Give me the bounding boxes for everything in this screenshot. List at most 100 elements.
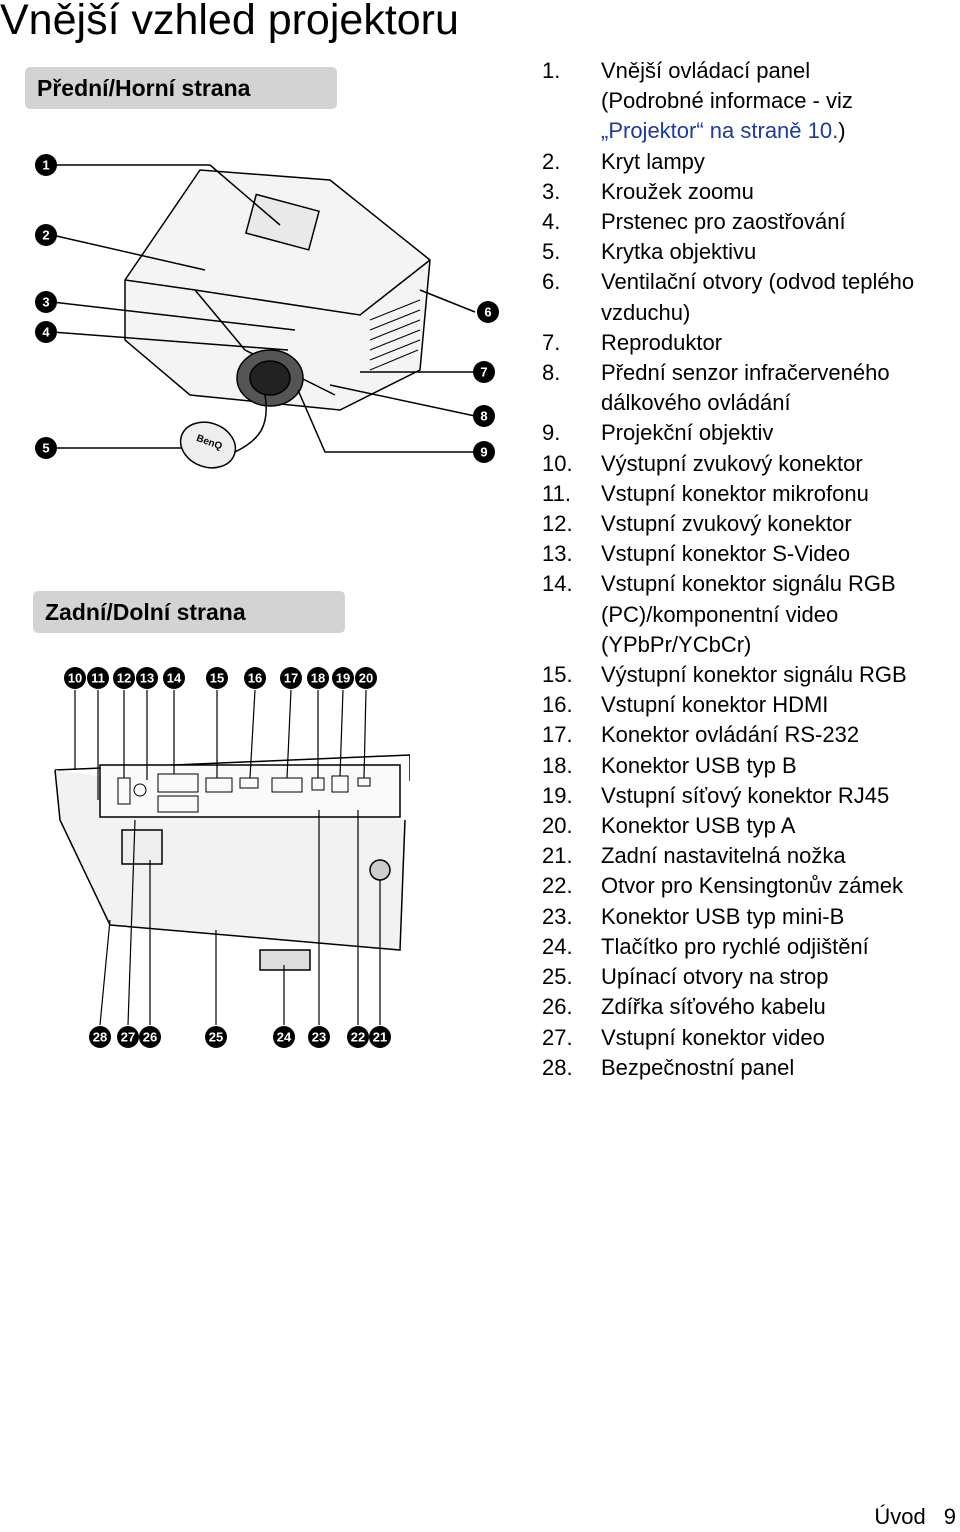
part-number: 25.	[542, 964, 573, 990]
part-item: 10. Výstupní zvukový konektor	[542, 449, 960, 479]
part-label: Výstupní zvukový konektor	[601, 450, 863, 476]
part-number: 21.	[542, 843, 573, 869]
page-title: Vnější vzhled projektoru	[0, 0, 459, 44]
part-item: 12. Vstupní zvukový konektor	[542, 509, 960, 539]
part-number: 26.	[542, 994, 573, 1020]
svg-text:8: 8	[480, 409, 487, 424]
part-label: Konektor USB typ mini-B	[601, 903, 845, 929]
part-label: Kroužek zoomu	[601, 178, 754, 204]
part-number: 17.	[542, 722, 573, 748]
part-label: Ventilační otvory (odvod teplého vzduchu…	[601, 269, 915, 325]
callout-11: 11	[87, 667, 109, 689]
callout-28: 28	[89, 1026, 111, 1048]
part-number: 12.	[542, 511, 573, 537]
part-number: 1.	[542, 58, 561, 83]
part-number: 15.	[542, 662, 573, 688]
part-item: 27.Vstupní konektor video	[542, 1023, 960, 1053]
part-label: Kryt lampy	[601, 148, 705, 174]
part-item: 13.Vstupní konektor S-Video	[542, 539, 960, 569]
part-item: 8.Přední senzor infračerveného dálkového…	[542, 358, 960, 418]
part-number: 10.	[542, 450, 573, 476]
part-number: 3.	[542, 178, 561, 204]
callout-17: 17	[280, 667, 302, 689]
part-number: 9.	[542, 420, 561, 446]
svg-text:13: 13	[140, 671, 154, 686]
part-label: Reproduktor	[601, 329, 723, 355]
part-number: 7.	[542, 329, 561, 355]
part-number: 5.	[542, 239, 561, 265]
part-label: Výstupní konektor signálu RGB	[601, 662, 907, 688]
svg-text:22: 22	[351, 1030, 365, 1045]
part-item: 17. Konektor ovládání RS-232	[542, 720, 960, 750]
part-number: 2.	[542, 148, 561, 174]
part-item: 11.Vstupní konektor mikrofonu	[542, 479, 960, 509]
part-item: 19. Vstupní síťový konektor RJ45	[542, 781, 960, 811]
part-item: 28.Bezpečnostní panel	[542, 1053, 960, 1083]
part-label: Vstupní zvukový konektor	[601, 511, 852, 537]
footer-page-number: 9	[943, 1504, 956, 1529]
callout-14: 14	[163, 667, 185, 689]
part-item: 26.Zdířka síťového kabelu	[542, 992, 960, 1022]
svg-text:2: 2	[42, 228, 49, 243]
part-number: 14.	[542, 571, 573, 597]
part-label: Konektor ovládání RS-232	[601, 722, 860, 748]
part-item: 18.Konektor USB typ B	[542, 751, 960, 781]
callout-25: 25	[205, 1026, 227, 1048]
cross-reference-link[interactable]: „Projektor“ na straně 10.	[601, 118, 839, 144]
callout-9: 9	[473, 441, 495, 463]
part-number: 23.	[542, 903, 573, 929]
svg-text:9: 9	[480, 445, 487, 460]
part-number: 27.	[542, 1024, 573, 1050]
callout-12: 12	[113, 667, 135, 689]
part-label: Vstupní síťový konektor RJ45	[601, 782, 890, 808]
part-item: 2. Kryt lampy	[542, 147, 960, 177]
part-label: Konektor USB typ B	[601, 752, 797, 778]
callout-7: 7	[473, 361, 495, 383]
part-item: 22.Otvor pro Kensingtonův zámek	[542, 871, 960, 901]
part-label: Zadní nastavitelná nožka	[601, 843, 846, 869]
callout-24: 24	[273, 1026, 295, 1048]
svg-text:6: 6	[484, 305, 491, 320]
part-item: 14.Vstupní konektor signálu RGB (PC)/kom…	[542, 569, 960, 660]
parts-list: 1.Vnější ovládací panel(Podrobné informa…	[542, 56, 960, 1083]
part-label: Tlačítko pro rychlé odjištění	[601, 933, 869, 959]
svg-text:20: 20	[359, 671, 373, 686]
callout-13: 13	[136, 667, 158, 689]
section-heading-front: Přední/Horní strana	[25, 67, 337, 109]
callout-21: 21	[369, 1026, 391, 1048]
callout-10: 10	[64, 667, 86, 689]
part-number: 16.	[542, 692, 573, 718]
part-number: 19.	[542, 782, 573, 808]
svg-text:25: 25	[209, 1030, 223, 1045]
callout-26: 26	[139, 1026, 161, 1048]
part-item: 23. Konektor USB typ mini-B	[542, 902, 960, 932]
part-label: Krytka objektivu	[601, 239, 757, 265]
section-heading-rear: Zadní/Dolní strana	[33, 591, 345, 633]
part-number: 22.	[542, 873, 573, 899]
part-label: Vstupní konektor S-Video	[601, 541, 851, 567]
svg-text:23: 23	[312, 1030, 326, 1045]
svg-text:15: 15	[210, 671, 224, 686]
svg-text:1: 1	[42, 158, 49, 173]
part-item: 25.Upínací otvory na strop	[542, 962, 960, 992]
callout-18: 18	[307, 667, 329, 689]
part-label: Prstenec pro zaostřování	[601, 209, 846, 235]
part-label: Vstupní konektor HDMI	[601, 692, 829, 718]
callout-15: 15	[206, 667, 228, 689]
part-item: 21. Zadní nastavitelná nožka	[542, 841, 960, 871]
callout-3: 3	[35, 291, 57, 313]
svg-text:26: 26	[143, 1030, 157, 1045]
callout-19: 19	[332, 667, 354, 689]
part-item: 1.Vnější ovládací panel(Podrobné informa…	[542, 56, 960, 147]
part-item: 16. Vstupní konektor HDMI	[542, 690, 960, 720]
part-item: 20.Konektor USB typ A	[542, 811, 960, 841]
callout-5: 5	[35, 437, 57, 459]
svg-text:3: 3	[42, 295, 49, 310]
part-note-end: )	[838, 118, 846, 144]
callout-27: 27	[117, 1026, 139, 1048]
part-item: 9.Projekční objektiv	[542, 418, 960, 448]
part-label: Bezpečnostní panel	[601, 1054, 795, 1080]
